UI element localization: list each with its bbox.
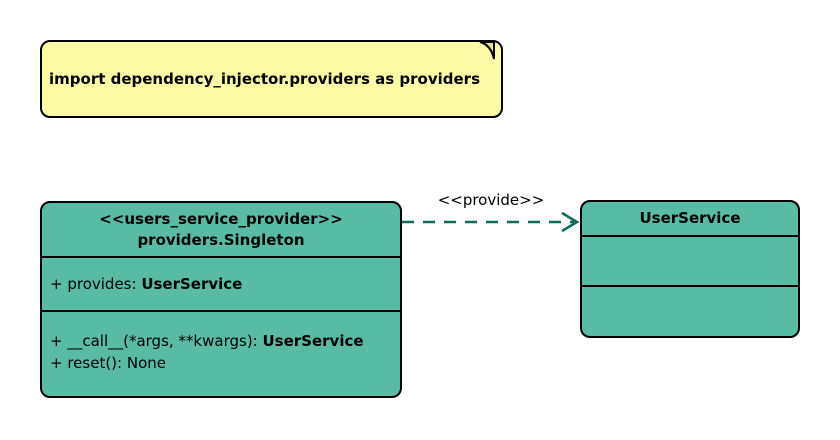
method-call-prefix: + __call__(*args, **kwargs): <box>50 332 263 350</box>
userservice-class-header: UserService <box>582 202 798 237</box>
import-note: import dependency_injector.providers as … <box>40 40 503 118</box>
note-fold-icon <box>479 41 495 60</box>
provider-class-attributes: + provides: UserService <box>42 258 400 312</box>
provider-class-methods: + __call__(*args, **kwargs): UserService… <box>42 312 400 392</box>
arrowhead-icon <box>561 211 580 233</box>
userservice-attributes-section <box>582 237 798 287</box>
provider-class-header: <<users_service_provider>> providers.Sin… <box>42 203 400 258</box>
userservice-class-node: UserService <box>580 200 800 338</box>
method-call-type: UserService <box>262 332 364 350</box>
provide-edge-arrow <box>402 211 580 233</box>
provider-class-stereotype: <<users_service_provider>> <box>99 209 343 228</box>
provider-class-node: <<users_service_provider>> providers.Sin… <box>40 201 402 398</box>
import-note-text: import dependency_injector.providers as … <box>49 70 481 88</box>
provider-class-name: providers.Singleton <box>137 230 305 249</box>
userservice-class-name: UserService <box>639 209 741 227</box>
attribute-provides-prefix: + provides: <box>50 275 142 293</box>
userservice-methods-section <box>582 287 798 332</box>
method-reset-prefix: + reset(): None <box>50 354 166 372</box>
method-call: + __call__(*args, **kwargs): UserService <box>50 330 392 352</box>
provide-edge-label: <<provide>> <box>437 191 545 209</box>
attribute-provides: + provides: UserService <box>50 275 242 293</box>
method-reset: + reset(): None <box>50 352 392 374</box>
attribute-provides-type: UserService <box>141 275 243 293</box>
